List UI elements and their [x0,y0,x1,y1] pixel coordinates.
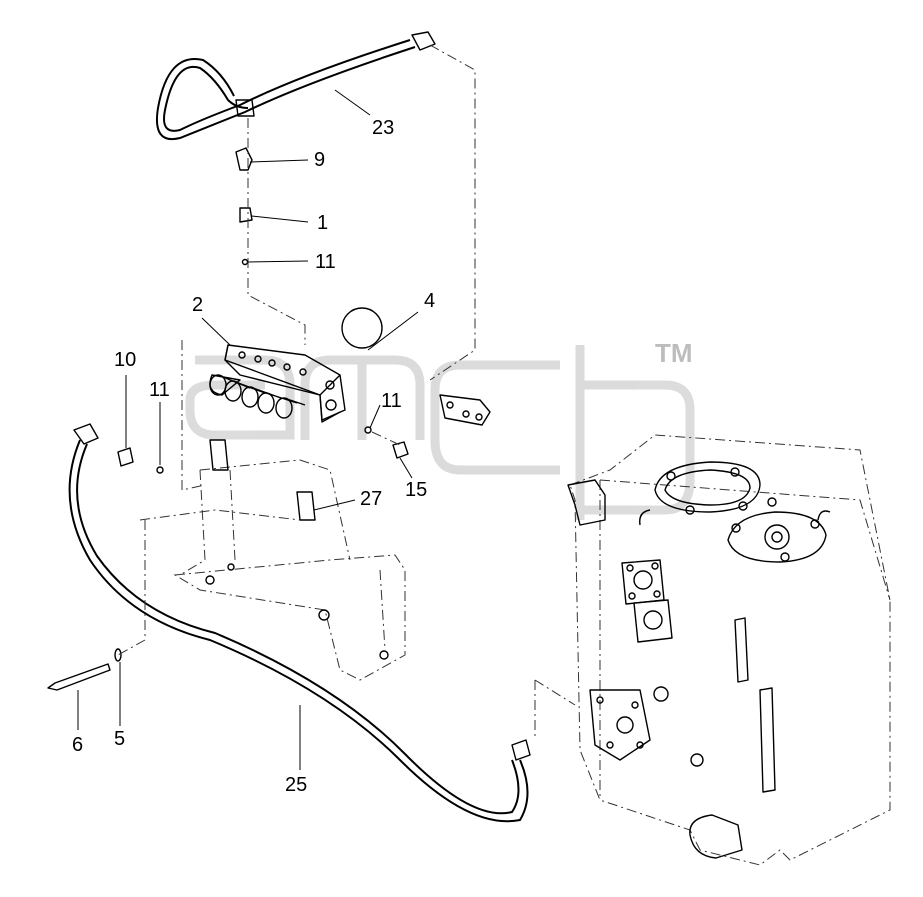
callout-labels: 23 9 1 11 2 4 10 11 11 15 27 6 5 25 [72,117,435,796]
trademark-symbol: TM [655,338,693,368]
clamp-27-left [209,439,229,471]
callout-4: 4 [424,290,435,312]
washer-5 [114,648,122,662]
valve-manifold [209,344,346,423]
callout-9: 9 [314,149,325,171]
solenoid-coils [209,374,306,419]
valve-mounting-bracket [173,459,406,681]
hydraulic-tank [567,434,891,866]
fitting-1 [239,207,253,223]
callout-15: 15 [405,479,427,501]
callout-5: 5 [114,728,125,750]
callout-11-top: 11 [315,251,336,273]
bolt-6 [47,663,111,691]
elbow-fitting-9 [235,147,253,171]
assembly-lines [117,44,576,740]
plug-15 [392,441,409,459]
hose-25 [68,423,531,823]
callout-27: 27 [360,488,382,510]
fitting-10 [117,447,134,467]
watermark-logo: amcb [185,345,695,520]
o-ring-11-top [241,258,249,266]
o-ring-11-left [156,466,164,474]
callout-6: 6 [72,734,83,756]
callout-1: 1 [317,212,328,234]
callout-11-right: 11 [381,390,402,412]
callout-23: 23 [372,117,394,139]
callout-10: 10 [114,349,136,371]
secondary-valve [439,394,491,426]
o-ring-11-right [364,426,372,434]
callout-2: 2 [192,294,203,316]
callout-11-left: 11 [149,379,170,401]
leader-lines [77,89,419,770]
callout-25: 25 [285,774,307,796]
cap-4 [341,307,383,349]
hose-23 [156,31,436,141]
clamp-27-right [296,491,316,521]
